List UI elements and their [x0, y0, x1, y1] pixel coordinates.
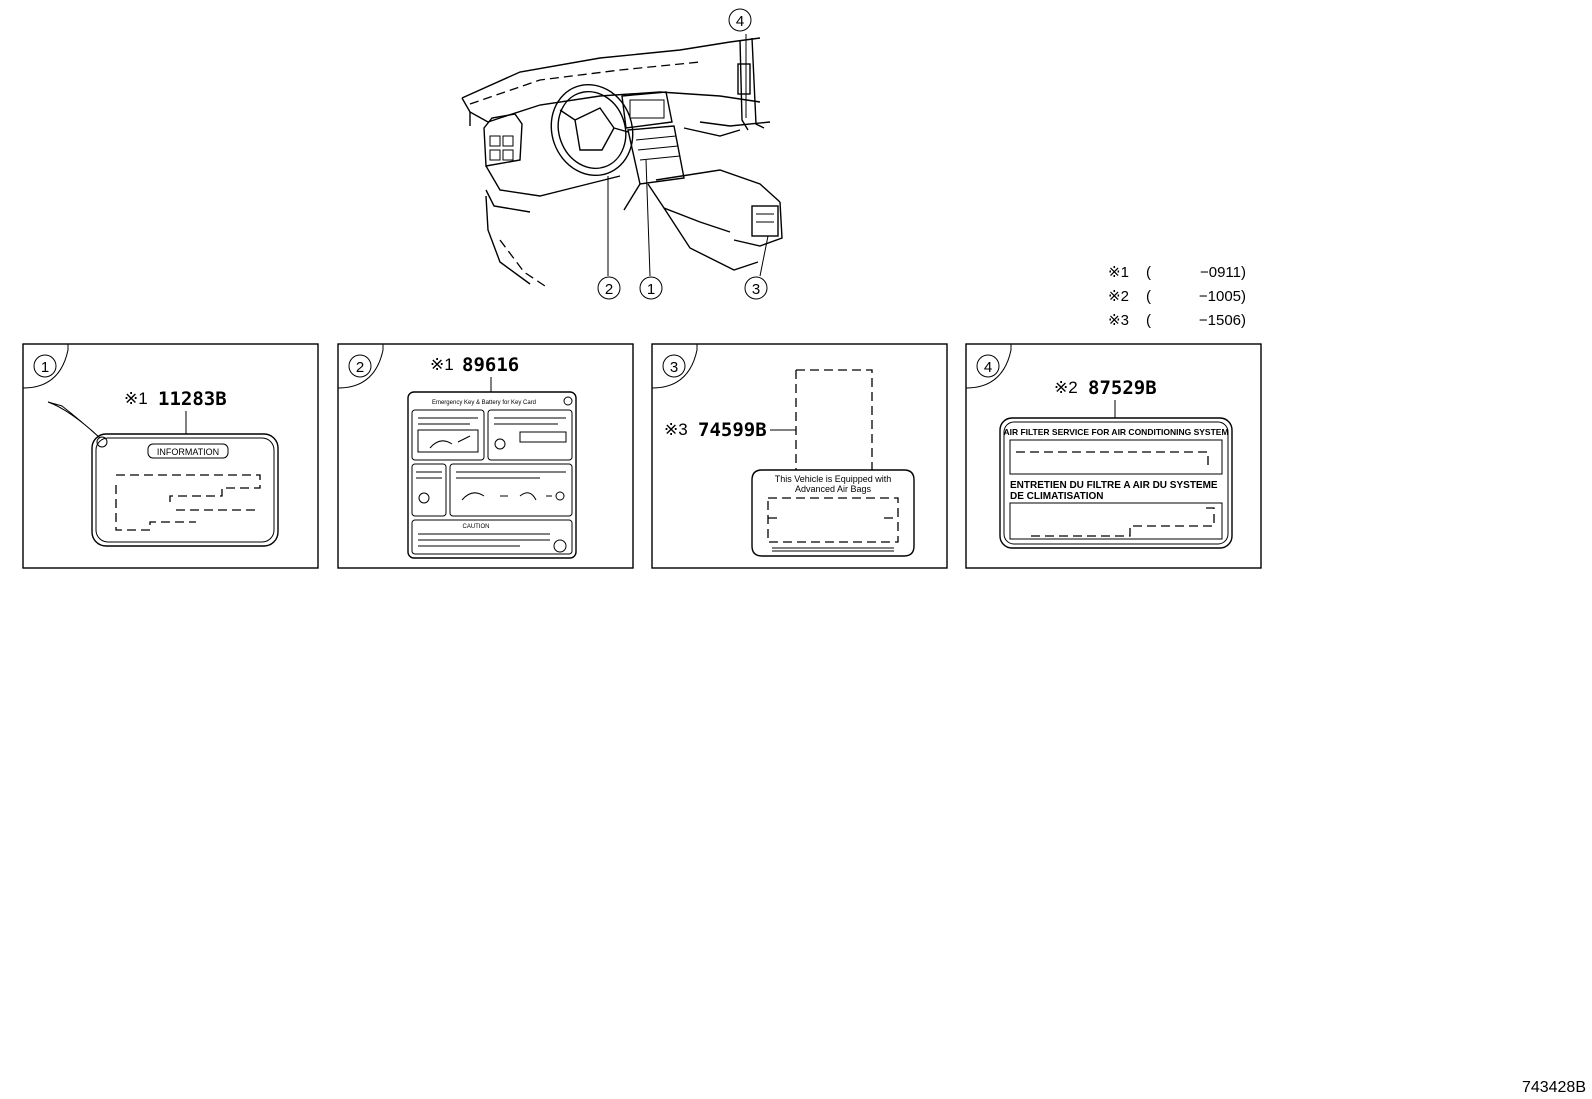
legend: ※1 ( −0911) ※2 ( −1005) ※3 ( −1506)	[1108, 264, 1246, 329]
callout-1: 1	[639, 276, 663, 300]
panel-2-label	[407, 391, 577, 559]
svg-text:2: 2	[605, 281, 613, 298]
svg-text:※1: ※1	[1108, 264, 1129, 281]
panel-2-number-circle	[348, 354, 372, 378]
svg-text:4: 4	[736, 13, 744, 30]
svg-text:(: (	[1146, 312, 1151, 329]
panel-1-number: 1	[41, 359, 49, 376]
svg-text:1: 1	[647, 281, 655, 298]
panel-2-caution: CAUTION	[463, 524, 490, 530]
panel-4-label-line1: AIR FILTER SERVICE FOR AIR CONDITIONING …	[1003, 427, 1228, 437]
svg-text:※3: ※3	[1108, 312, 1129, 329]
svg-text:−1005): −1005)	[1199, 288, 1246, 305]
panel-1-label	[91, 433, 279, 547]
panel-3: 3 ※3 74599B This Vehicle is Equipped wit…	[651, 343, 948, 569]
svg-text:−1506): −1506)	[1199, 312, 1246, 329]
panel-3-number-circle	[662, 354, 686, 378]
svg-text:(: (	[1146, 288, 1151, 305]
panel-3-label-line1: This Vehicle is Equipped with	[775, 474, 892, 484]
panel-1: 1 ※1 11283B INFORMATION	[22, 343, 319, 569]
panel-4-label-line3: DE CLIMATISATION	[1010, 491, 1104, 502]
panel-1-label-text: INFORMATION	[157, 447, 219, 457]
panel-4: 4 ※2 87529B AIR FILTER SERVICE FOR AIR C…	[965, 343, 1262, 569]
panel-2-mark: ※1	[430, 355, 454, 374]
legend-row-3: ※3 ( −1506)	[1108, 312, 1246, 329]
callout-3: 3	[744, 276, 768, 300]
panel-2: 2 ※1 89616 Emergency Key & Battery for K…	[337, 343, 634, 569]
legend-row-2: ※2 ( −1005)	[1108, 288, 1246, 305]
dashboard-illustration	[461, 34, 783, 289]
callout-4: 4	[728, 8, 752, 32]
panel-3-label-line2: Advanced Air Bags	[795, 484, 872, 494]
panel-4-number-circle	[976, 354, 1000, 378]
panel-4-label	[999, 417, 1233, 549]
panel-2-number: 2	[356, 359, 364, 376]
panel-2-part-number: 89616	[462, 354, 519, 376]
panel-3-mark: ※3	[664, 420, 688, 439]
panel-4-label-line2: ENTRETIEN DU FILTRE A AIR DU SYSTEME	[1010, 480, 1218, 491]
panel-1-number-circle	[33, 354, 57, 378]
panel-1-part-number: 11283B	[158, 388, 227, 410]
panel-4-mark: ※2	[1054, 378, 1078, 397]
callout-2: 2	[597, 276, 621, 300]
legend-row-1: ※1 ( −0911)	[1108, 264, 1246, 281]
svg-text:※2: ※2	[1108, 288, 1129, 305]
panel-3-part-number: 74599B	[698, 419, 767, 441]
panel-4-part-number: 87529B	[1088, 377, 1157, 399]
figure-id: 743428B	[1522, 1079, 1586, 1096]
svg-text:(: (	[1146, 264, 1151, 281]
panel-1-mark: ※1	[124, 389, 148, 408]
panel-2-label-title: Emergency Key & Battery for Key Card	[432, 400, 536, 406]
panel-3-number: 3	[670, 359, 678, 376]
svg-text:3: 3	[752, 281, 760, 298]
panel-3-label	[751, 469, 915, 557]
svg-text:−0911): −0911)	[1200, 264, 1246, 281]
panel-4-number: 4	[984, 359, 992, 376]
